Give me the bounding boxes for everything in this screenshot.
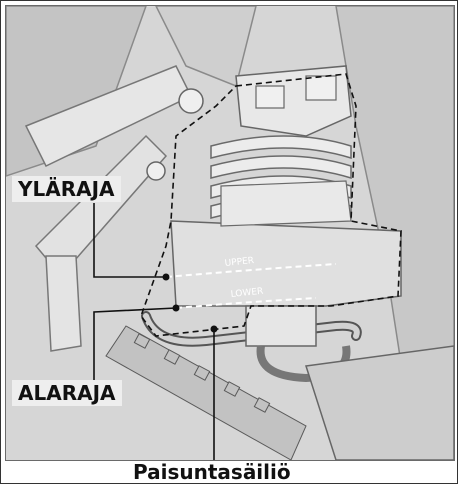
pivot-bolt-upper (179, 89, 203, 113)
pointer-dot-upper (163, 274, 170, 281)
reservoir-label: Paisuntasäiliö (133, 460, 291, 484)
frame-tube-left (46, 256, 81, 351)
lower-limit-label: ALARAJA (12, 380, 122, 406)
shock-body-lower (246, 306, 316, 346)
upper-limit-label: YLÄRAJA (12, 176, 121, 202)
illustration: UPPER LOWER YLÄRAJA ALARAJA (5, 5, 455, 461)
pointer-dot-reservoir (211, 326, 218, 333)
pivot-bolt-lower (147, 162, 165, 180)
reservoir-body (171, 221, 401, 306)
pointer-dot-lower (173, 305, 180, 312)
